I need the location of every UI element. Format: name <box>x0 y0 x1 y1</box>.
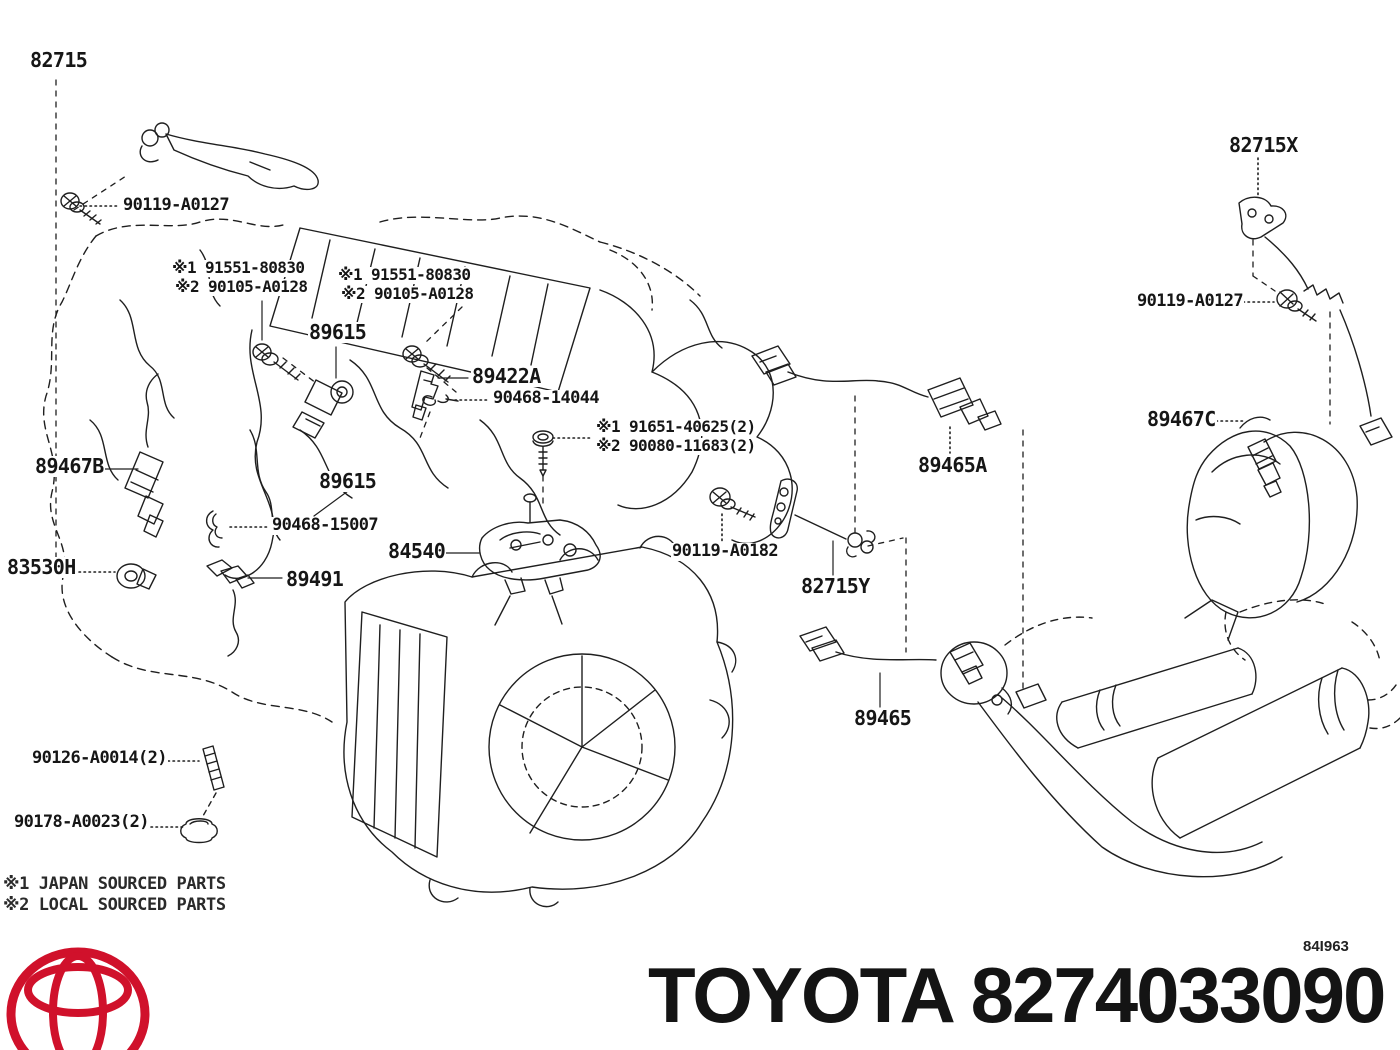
knock-sensor-83530h-drawing <box>116 563 157 590</box>
part-label-89491: 89491 <box>285 567 345 591</box>
flange-bolt-right <box>402 345 451 383</box>
part-label-82715x: 82715X <box>1228 133 1299 157</box>
exhaust-pipe-drawing <box>977 599 1400 878</box>
temp-sensor-89422a-drawing <box>411 370 439 421</box>
part-label-ref2-90105-a0128-right: ※2 90105-A0128 <box>340 284 475 303</box>
part-label-83530h: 83530H <box>6 555 77 579</box>
part-label-ref2-90080-11683: ※2 90080-11683(2) <box>595 436 757 455</box>
part-label-ref1-91551-80830-right: ※1 91551-80830 <box>337 265 472 284</box>
knock-sensor-89615-upper-drawing <box>292 379 354 439</box>
drawing-code: 84I963 <box>1303 938 1349 955</box>
bolt-91651-drawing <box>532 430 554 477</box>
o2-sensor-89465-drawing <box>799 626 1013 715</box>
part-label-82715: 82715 <box>29 48 89 72</box>
part-label-89465: 89465 <box>853 706 913 730</box>
part-label-90119-a0182: 90119-A0182 <box>671 541 779 561</box>
intake-area <box>609 249 793 545</box>
toyota-logo-icon <box>6 947 150 1050</box>
clip-90468-15007-drawing <box>205 510 223 548</box>
part-label-89422a: 89422A <box>471 364 542 388</box>
connector-89491-drawing <box>206 559 255 657</box>
logo-horizontal-ellipse <box>24 963 132 1017</box>
part-label-89467c: 89467C <box>1146 407 1217 431</box>
stud-bolt-90126-drawing <box>202 745 225 817</box>
bolt-90119-a0127-left <box>60 192 102 225</box>
cap-nut-90178-drawing <box>180 818 218 844</box>
note-japan-sourced-parts: ※1 JAPAN SOURCED PARTS <box>3 874 226 894</box>
wire-clamp-82715-drawing <box>139 122 319 191</box>
o2-sensor-89467c-drawing <box>1247 438 1282 498</box>
o2-sensor-89467b-drawing <box>124 373 164 538</box>
part-label-82715y: 82715Y <box>800 574 871 598</box>
valve-cover <box>269 227 591 393</box>
part-label-89615-upper: 89615 <box>308 320 368 344</box>
engine-block-outline <box>42 215 701 723</box>
part-label-89467b: 89467B <box>34 454 105 478</box>
neutral-switch-84540-drawing <box>478 493 601 626</box>
leader-lines-solid <box>99 300 881 708</box>
part-label-90119-a0127-left: 90119-A0127 <box>122 195 230 215</box>
part-label-90468-14044: 90468-14044 <box>492 388 600 408</box>
flange-bolt-left <box>252 343 301 381</box>
clip-90468-14044-drawing <box>422 394 459 406</box>
part-label-89465a: 89465A <box>917 453 988 477</box>
logo-vertical-ellipse <box>49 952 107 1050</box>
part-label-ref2-90105-a0128-left: ※2 90105-A0128 <box>174 277 309 296</box>
bolt-90119-a0182-drawing <box>709 487 756 521</box>
footer-part-number-title: TOYOTA 8274033090 <box>648 951 1386 1039</box>
bracket-82715y-drawing <box>769 478 876 558</box>
part-label-90119-a0127-right: 90119-A0127 <box>1136 291 1244 311</box>
part-label-ref1-91651-40625: ※1 91651-40625(2) <box>595 417 757 436</box>
part-label-90178-a0023: 90178-A0023(2) <box>13 812 150 832</box>
part-label-90468-15007: 90468-15007 <box>271 515 379 535</box>
note-local-sourced-parts: ※2 LOCAL SOURCED PARTS <box>3 895 226 915</box>
catalytic-converter-drawing <box>1186 416 1358 661</box>
part-label-ref1-91551-80830-left: ※1 91551-80830 <box>171 258 306 277</box>
wire-bracket-82715x-drawing <box>1238 196 1393 446</box>
leader-lines-dotted <box>73 157 1275 828</box>
part-label-90126-a0014: 90126-A0014(2) <box>31 748 168 768</box>
construction-lines-dashed <box>55 79 1331 689</box>
bolt-90119-a0127-right <box>1276 289 1317 322</box>
transmission-outline <box>343 535 737 908</box>
o2-sensor-89465a-drawing <box>751 345 1002 431</box>
part-label-89615-lower: 89615 <box>318 469 378 493</box>
part-label-84540: 84540 <box>387 539 447 563</box>
